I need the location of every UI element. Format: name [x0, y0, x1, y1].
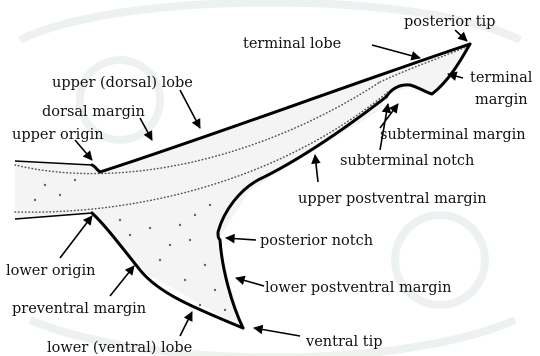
- arrow-upper-postventral: [315, 155, 318, 182]
- label-terminal-lobe: terminal lobe: [243, 36, 341, 52]
- arrow-ventral-tip: [254, 328, 300, 336]
- arrow-posterior-tip: [455, 30, 467, 41]
- label-posterior-tip: posterior tip: [404, 14, 495, 30]
- label-upper-postventral-margin: upper postventral margin: [298, 191, 487, 207]
- label-lower-postventral-margin: lower postventral margin: [265, 280, 452, 296]
- label-posterior-notch: posterior notch: [260, 233, 373, 249]
- arrow-lower-lobe: [180, 312, 192, 336]
- label-margin: margin: [475, 92, 528, 108]
- arrow-preventral-margin: [110, 266, 134, 296]
- label-subterminal-notch: subterminal notch: [340, 153, 474, 169]
- label-preventral-margin: preventral margin: [12, 301, 146, 317]
- arrow-lower-origin: [60, 216, 92, 258]
- arrow-terminal-lobe: [372, 45, 420, 58]
- label-terminal: terminal: [470, 70, 533, 86]
- arrow-lower-postventral: [236, 278, 264, 286]
- arrow-subterminal-margin: [380, 104, 398, 128]
- label-upper-origin: upper origin: [12, 127, 104, 143]
- label-lower-origin: lower origin: [6, 263, 95, 279]
- label-subterminal-margin: subterminal margin: [380, 127, 526, 143]
- label-dorsal-margin: dorsal margin: [42, 104, 145, 120]
- arrow-posterior-notch: [226, 238, 256, 240]
- label-lower-lobe: lower (ventral) lobe: [47, 340, 192, 356]
- label-ventral-tip: ventral tip: [305, 334, 383, 350]
- arrow-upper-lobe: [180, 90, 200, 128]
- arrow-upper-origin: [75, 140, 92, 160]
- label-upper-lobe: upper (dorsal) lobe: [52, 75, 193, 91]
